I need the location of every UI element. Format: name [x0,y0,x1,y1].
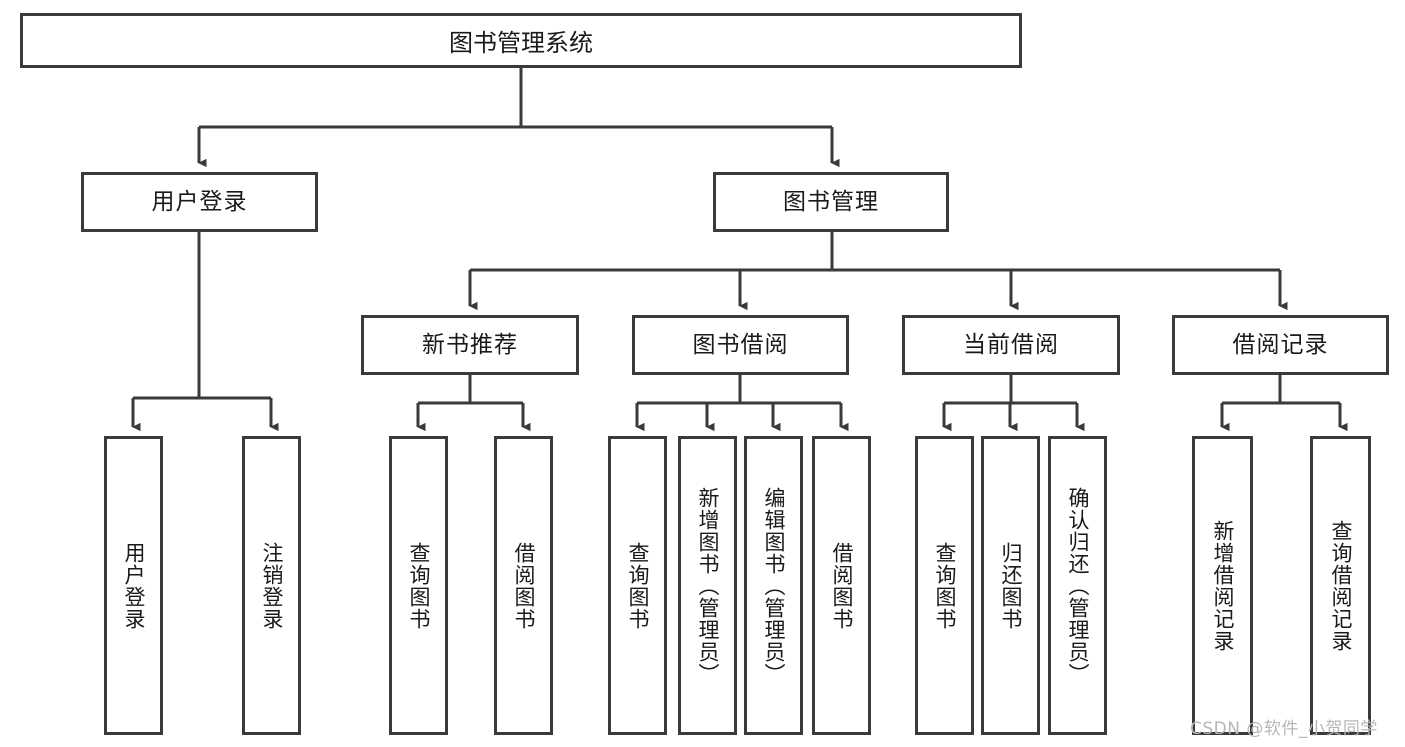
leaf-label: 查询图书 [625,541,650,630]
node-label: 用户登录 [151,188,248,215]
leaf-user-login-login[interactable]: 用户登录 [104,436,163,735]
leaf-book-borrow-borrow[interactable]: 借阅图书 [812,436,871,735]
node-book-borrow[interactable]: 图书借阅 [632,315,849,375]
leaf-label: 借阅图书 [829,541,854,630]
leaf-label: 新增借阅记录 [1210,519,1235,652]
leaf-label: 用户登录 [121,541,146,630]
node-label: 借阅记录 [1232,331,1329,358]
node-book-manage[interactable]: 图书管理 [713,172,949,232]
leaf-label: 注销登录 [259,541,284,630]
leaf-book-borrow-query[interactable]: 查询图书 [608,436,667,735]
node-user-login[interactable]: 用户登录 [81,172,318,232]
leaf-label: 归还图书 [998,541,1023,630]
node-current-borrow[interactable]: 当前借阅 [902,315,1120,375]
leaf-label: 借阅图书 [511,541,536,630]
node-label: 图书管理 [783,188,879,215]
leaf-label: 查询图书 [932,541,957,630]
leaf-current-borrow-confirm-admin[interactable]: 确认归还（管理员） [1048,436,1107,735]
node-label: 图书管理系统 [449,29,593,57]
leaf-current-borrow-return[interactable]: 归还图书 [981,436,1040,735]
leaf-book-borrow-edit-admin[interactable]: 编辑图书（管理员） [744,436,803,735]
node-label: 当前借阅 [963,331,1059,358]
node-label: 新书推荐 [422,331,518,358]
leaf-current-borrow-query[interactable]: 查询图书 [915,436,974,735]
leaf-borrow-record-query[interactable]: 查询借阅记录 [1310,436,1371,735]
node-borrow-record[interactable]: 借阅记录 [1172,315,1389,375]
leaf-label: 查询借阅记录 [1328,519,1353,652]
leaf-label: 确认归还（管理员） [1065,486,1090,685]
leaf-label: 查询图书 [406,541,431,630]
leaf-new-book-borrow[interactable]: 借阅图书 [494,436,553,735]
leaf-label: 新增图书（管理员） [695,486,720,685]
leaf-label: 编辑图书（管理员） [761,486,786,685]
node-root-system[interactable]: 图书管理系统 [20,13,1022,68]
node-label: 图书借阅 [692,331,789,358]
leaf-borrow-record-add[interactable]: 新增借阅记录 [1192,436,1253,735]
leaf-user-login-logout[interactable]: 注销登录 [242,436,301,735]
leaf-book-borrow-add-admin[interactable]: 新增图书（管理员） [678,436,737,735]
node-new-book-recommend[interactable]: 新书推荐 [361,315,579,375]
leaf-new-book-query[interactable]: 查询图书 [389,436,448,735]
csdn-watermark: CSDN @软件_小贺同学 [1190,719,1378,739]
